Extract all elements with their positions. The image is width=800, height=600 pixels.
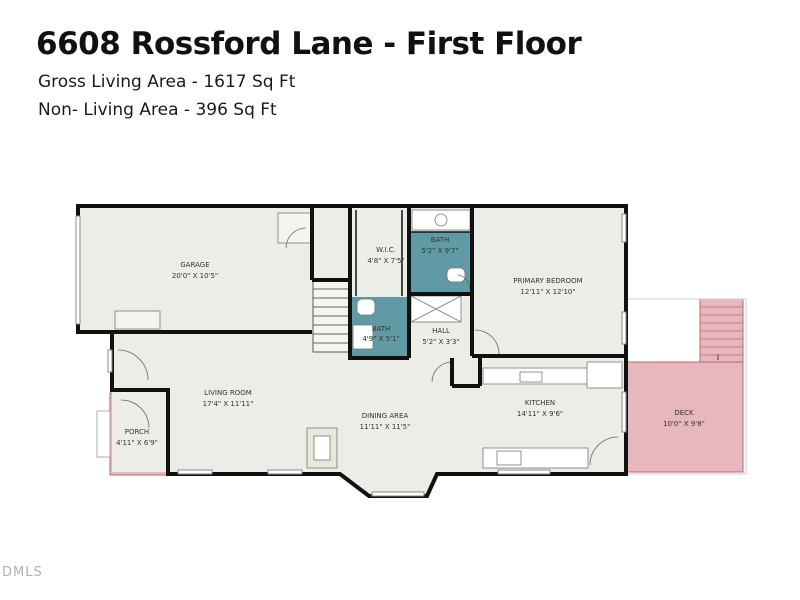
lower-bath-dims: 4'9" X 5'1" (362, 335, 399, 343)
garage-dims: 20'0" X 10'5" (172, 272, 218, 280)
primary-bedroom-dims: 12'11" X 12'10" (520, 288, 575, 296)
deck-stairs (700, 306, 743, 356)
page-title: 6608 Rossford Lane - First Floor (36, 26, 582, 62)
porch-label: PORCH (125, 428, 149, 436)
cooktop-icon (519, 371, 543, 383)
living-room-dims: 17'4" X 11'11" (203, 400, 254, 408)
wic-label: W.I.C. (376, 246, 396, 254)
toilet-icon (446, 267, 466, 283)
hall-dims: 5'2" X 3'3" (422, 338, 459, 346)
upper-bath-floor (409, 232, 470, 294)
non-living-area: Non- Living Area - 396 Sq Ft (38, 100, 277, 120)
door-swings (117, 227, 619, 466)
kitchen-dims: 14'11" X 9'6" (517, 410, 563, 418)
toilet-icon (356, 298, 376, 316)
fixtures (114, 209, 623, 469)
staircase (312, 279, 350, 353)
porch-dims: 4'11" X 6'9" (116, 439, 158, 447)
kitchen-sink-icon (496, 450, 522, 466)
mls-watermark: DMLS (2, 565, 43, 580)
wic-dims: 4'8" X 7'5" (367, 257, 404, 265)
gross-living-area: Gross Living Area - 1617 Sq Ft (38, 72, 296, 92)
dining-area-label: DINING AREA (362, 412, 409, 420)
upper-bath-dims: 5'2" X 9'7" (421, 247, 458, 255)
entry-steps (114, 310, 161, 330)
windows (75, 213, 627, 497)
kitchen-label: KITCHEN (525, 399, 555, 407)
sink-icon (352, 324, 374, 350)
deck (625, 298, 747, 475)
garage-steps (277, 212, 312, 244)
living-room-label: LIVING ROOM (204, 389, 252, 397)
garage-label: GARAGE (180, 261, 209, 269)
upper-bath-label: BATH (431, 236, 450, 244)
sink-icon (434, 213, 448, 227)
hall-label: HALL (432, 327, 450, 335)
lower-bath-label: BATH (372, 325, 391, 333)
primary-bedroom-label: PRIMARY BEDROOM (513, 277, 582, 285)
deck-label: DECK (674, 409, 694, 417)
refrigerator (586, 361, 623, 389)
dining-area-dims: 11'11" X 11'5" (360, 423, 411, 431)
deck-dims: 10'0" X 9'8" (663, 420, 705, 428)
inner-partitions (355, 210, 472, 296)
fireplace-icon (313, 435, 331, 461)
